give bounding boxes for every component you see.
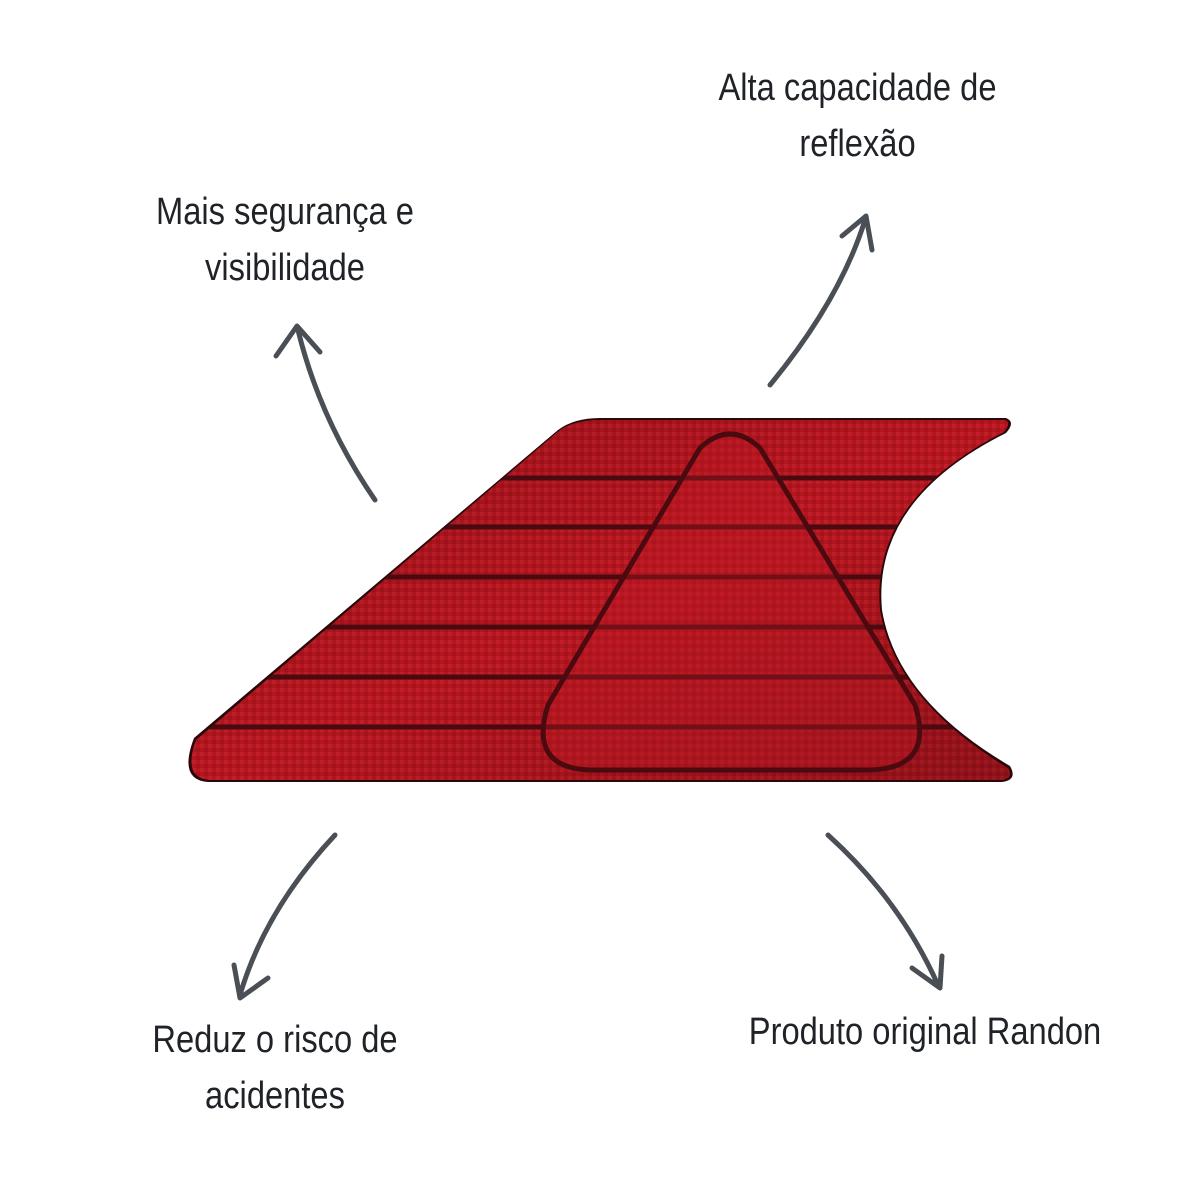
- caption-line: acidentes: [205, 1075, 345, 1117]
- caption-line: Alta capacidade de: [718, 67, 997, 109]
- caption-accident-risk: Reduz o risco de acidentes: [125, 1012, 426, 1124]
- reflector: [188, 418, 1013, 782]
- caption-safety-visibility: Mais segurança e visibilidade: [126, 184, 444, 296]
- triangle-mark: [540, 431, 923, 773]
- caption-original-product: Produto original Randon: [714, 1004, 1135, 1060]
- caption-line: Produto original Randon: [748, 1011, 1102, 1053]
- caption-line: Mais segurança e: [156, 191, 414, 233]
- curved-arrow-icon: [273, 323, 378, 503]
- curved-arrow-icon: [767, 213, 875, 388]
- curved-arrow-icon: [231, 832, 338, 1001]
- caption-reflection-capacity: Alta capacidade de reflexão: [688, 60, 1028, 172]
- curved-arrow-icon: [825, 832, 945, 991]
- caption-line: Reduz o risco de: [152, 1019, 398, 1061]
- caption-line: visibilidade: [205, 247, 365, 289]
- caption-line: reflexão: [799, 123, 916, 165]
